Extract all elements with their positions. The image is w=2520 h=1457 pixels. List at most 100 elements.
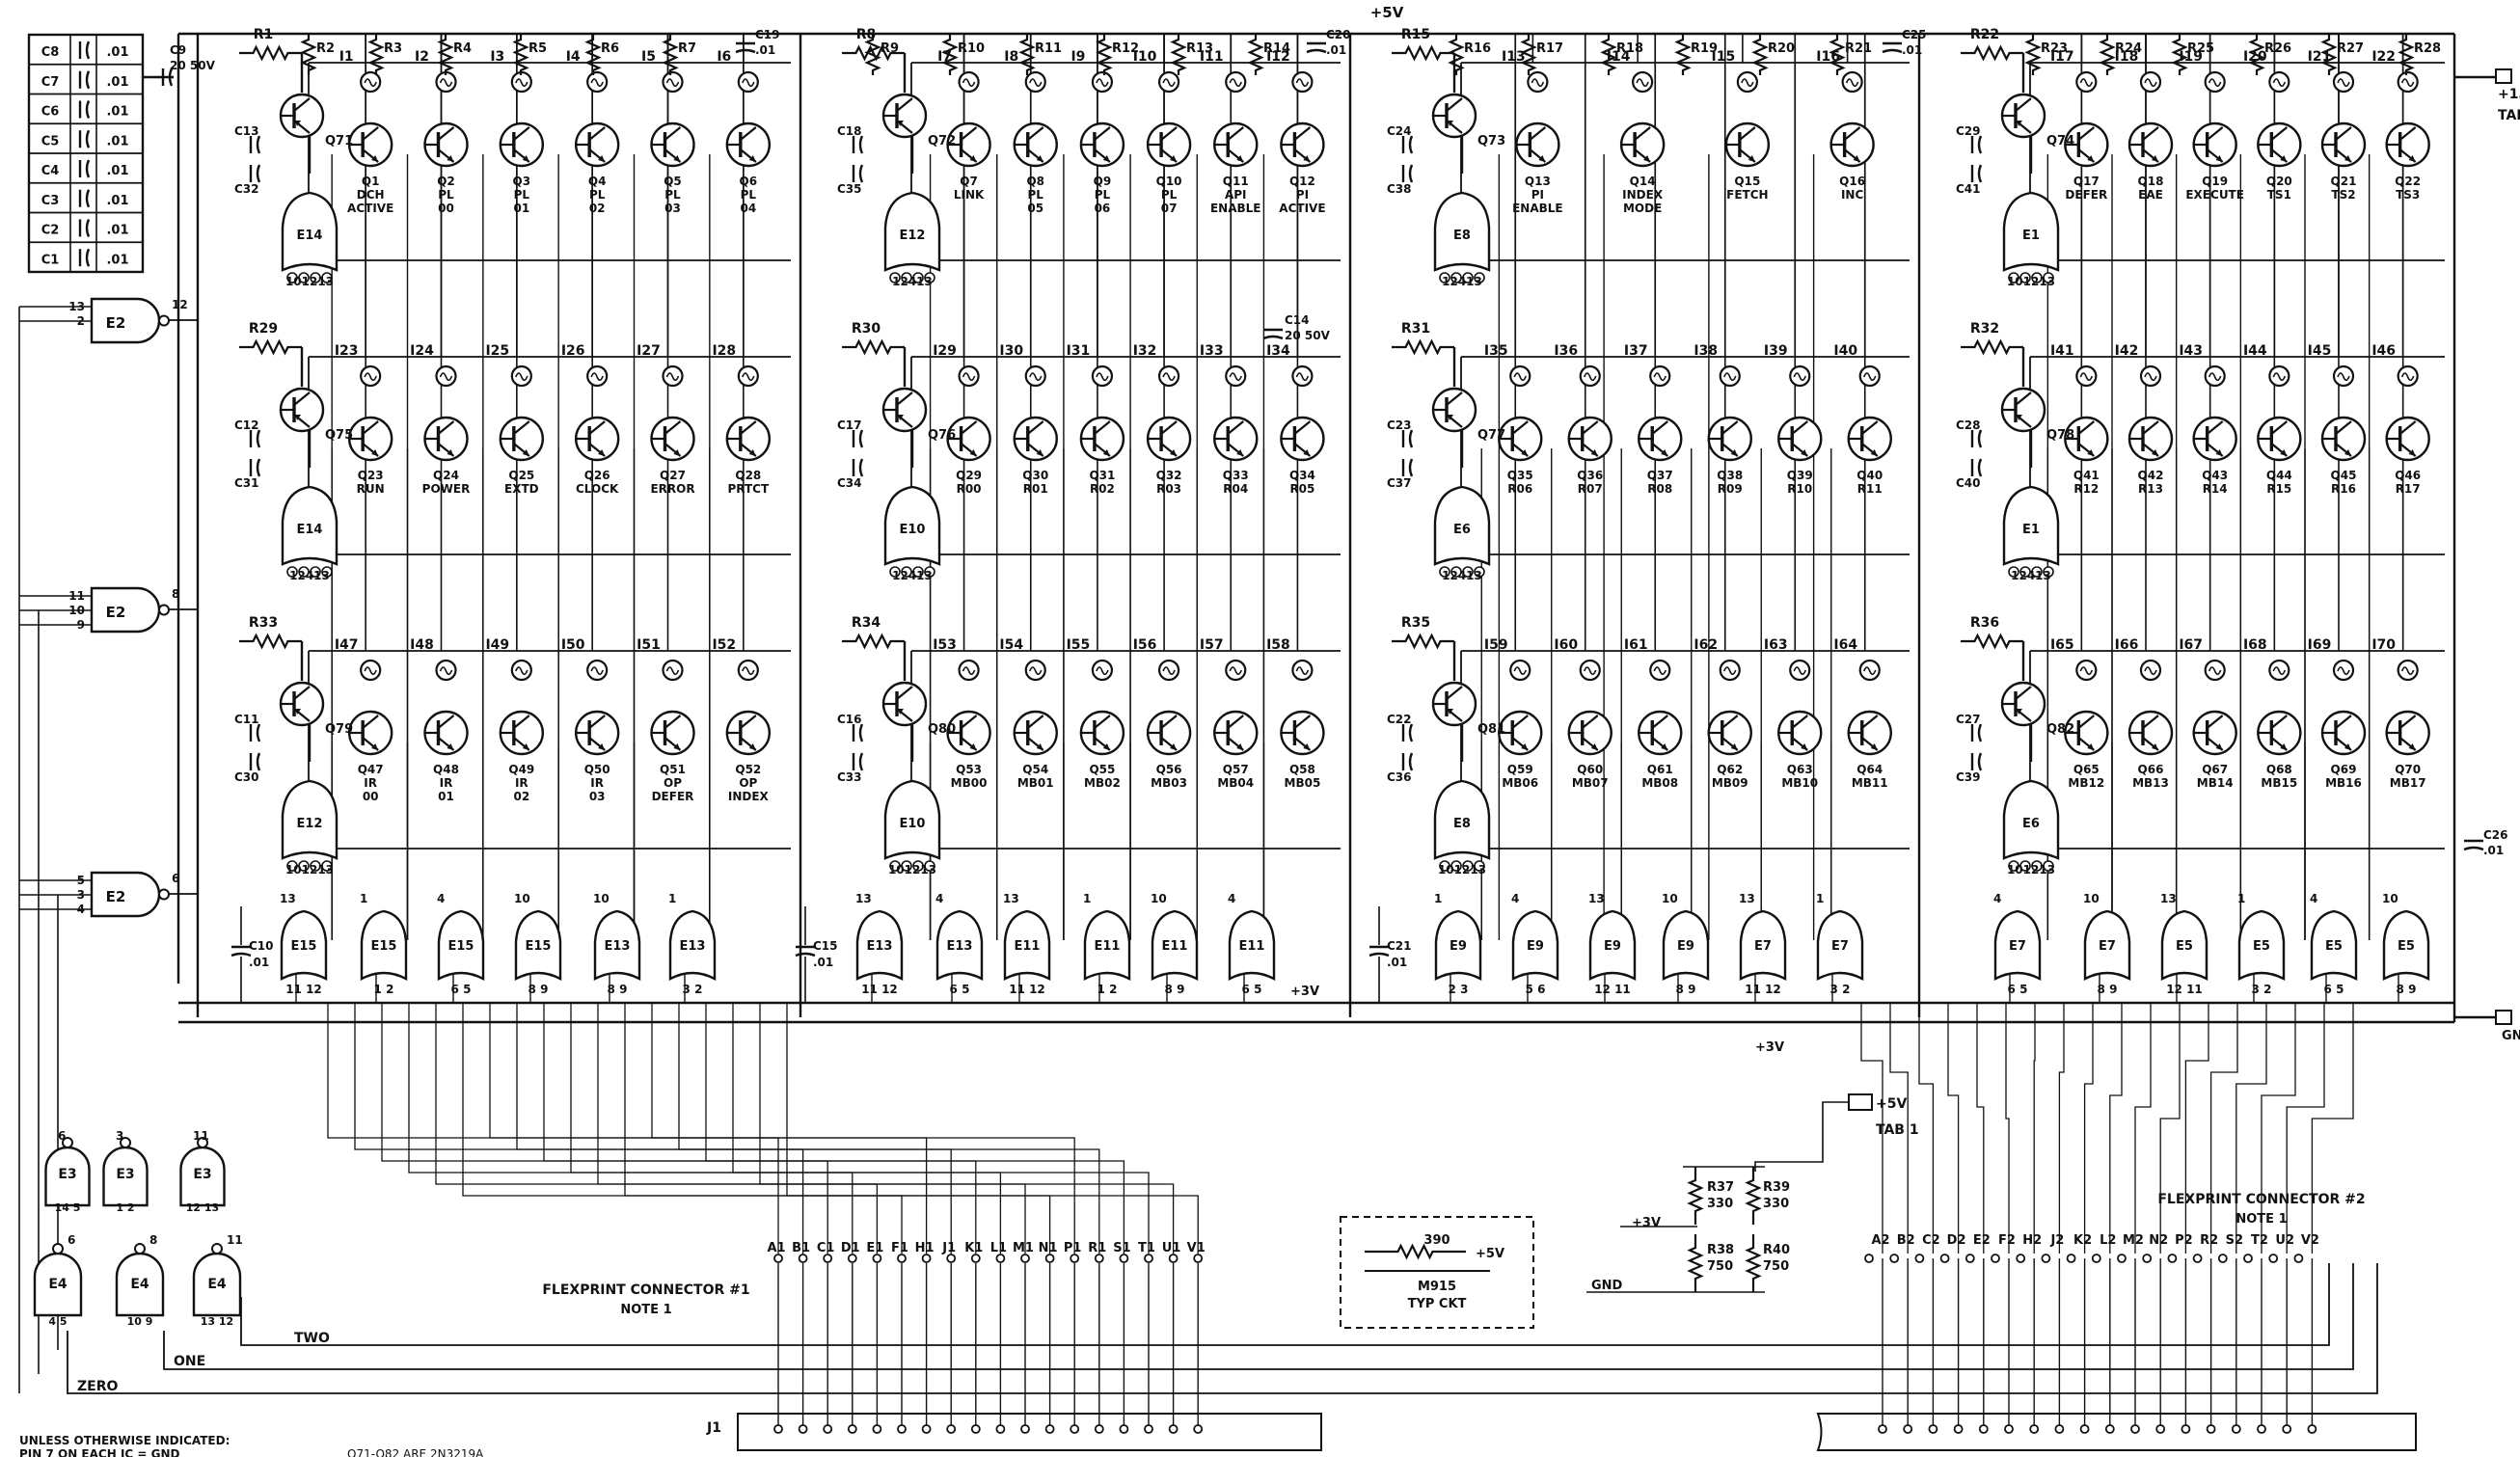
rail-label-3v: +3V bbox=[1755, 1040, 1784, 1055]
transistor-label: Q54 bbox=[1022, 763, 1048, 776]
lamp-transistor-icon bbox=[1638, 416, 1683, 462]
transistor-label: Q48 bbox=[433, 763, 459, 776]
wire bbox=[327, 1003, 779, 1254]
e2-gate-label: E2 bbox=[106, 888, 126, 905]
wire bbox=[624, 1003, 1051, 1254]
pin-number: 10 bbox=[2382, 892, 2398, 905]
connector-pin bbox=[2167, 1254, 2178, 1263]
transistor-label: Q65 bbox=[2073, 763, 2100, 776]
lamp-label: I8 bbox=[1004, 49, 1018, 65]
output-gate-label: E9 bbox=[1677, 939, 1694, 954]
output-gate-label: E5 bbox=[2253, 939, 2270, 954]
driver-gate-icon bbox=[2002, 485, 2060, 566]
lamp-icon bbox=[958, 659, 980, 682]
wire bbox=[2134, 1003, 2152, 1254]
pullup-resistor bbox=[864, 35, 881, 75]
signal-label: R01 bbox=[1023, 482, 1048, 496]
driver-cap-label: C39 bbox=[1956, 770, 1981, 784]
driver-transistor-icon bbox=[2000, 387, 2046, 433]
bypass-cap bbox=[2463, 839, 2484, 851]
output-gate-label: E9 bbox=[1450, 939, 1467, 954]
wire bbox=[2311, 1003, 2354, 1254]
signal-label: OP bbox=[739, 776, 757, 790]
wire bbox=[2058, 1003, 2065, 1254]
pin-number: 6 5 bbox=[950, 983, 970, 996]
output-or-gate-icon bbox=[1083, 909, 1131, 981]
divider-resistor bbox=[1687, 1167, 1704, 1225]
signal-label: R15 bbox=[2266, 482, 2291, 496]
e3-nand-icon bbox=[44, 1137, 91, 1207]
output-gate-label: E7 bbox=[1831, 939, 1849, 954]
signal-label: ACTIVE bbox=[347, 202, 393, 215]
gate-pin-numbers: 101213 bbox=[1438, 863, 1486, 877]
pullup-resistor-label: R28 bbox=[2414, 41, 2441, 56]
signal-label: R07 bbox=[1578, 482, 1603, 496]
connector1-pin-label: B1 bbox=[792, 1241, 810, 1255]
driver-resistor-label: R36 bbox=[1970, 615, 1999, 631]
signal-label: R12 bbox=[2073, 482, 2099, 496]
signal-label: TS1 bbox=[2267, 188, 2291, 202]
driver-gate-label: E10 bbox=[900, 817, 926, 831]
output-gate-label: E9 bbox=[1604, 939, 1621, 954]
pullup-resistor-label: R18 bbox=[1616, 41, 1643, 56]
lamp-transistor-icon bbox=[2257, 710, 2302, 756]
pin-number: 4 bbox=[935, 892, 943, 905]
lamp-label: I28 bbox=[712, 343, 736, 359]
lamp-label: I26 bbox=[561, 343, 585, 359]
e4-nand-icon bbox=[115, 1243, 165, 1317]
lamp-icon bbox=[510, 70, 532, 94]
lamp-transistor-icon bbox=[1280, 121, 1325, 168]
gate-input-bubble bbox=[2008, 566, 2019, 578]
transistor-label: Q18 bbox=[2138, 175, 2164, 188]
rail-label-tab: TAB bbox=[2498, 108, 2520, 123]
lamp-icon bbox=[1091, 70, 1114, 94]
lamp-transistor-icon bbox=[2320, 121, 2367, 168]
signal-label: PL bbox=[1095, 188, 1111, 202]
connector1-pin-label: K1 bbox=[964, 1241, 983, 1255]
driver-cap bbox=[249, 135, 261, 154]
wire bbox=[2235, 1003, 2267, 1254]
pullup-resistor-label: R23 bbox=[2041, 41, 2068, 56]
rail-label-3v: +3V bbox=[1290, 985, 1319, 999]
transistor-label: Q9 bbox=[1094, 175, 1112, 188]
lamp-icon bbox=[2332, 364, 2355, 388]
transistor-label: Q66 bbox=[2138, 763, 2164, 776]
transistor-label: Q34 bbox=[1289, 469, 1315, 482]
connector-pin bbox=[970, 1254, 981, 1263]
lamp-icon bbox=[2268, 364, 2290, 388]
lamp-icon bbox=[586, 364, 609, 388]
lamp-transistor-icon bbox=[1515, 121, 1560, 168]
signal-label: MB07 bbox=[1572, 776, 1609, 790]
signal-label: R06 bbox=[1507, 482, 1532, 496]
driver-transistor-icon bbox=[1431, 681, 1477, 727]
lamp-transistor-icon bbox=[1146, 121, 1192, 168]
pin-number: 5 bbox=[77, 874, 85, 887]
lamp-transistor-icon bbox=[2064, 121, 2109, 168]
driver-transistor-icon bbox=[881, 387, 928, 433]
e2-nand-icon bbox=[90, 871, 170, 918]
cap-id: C5 bbox=[41, 134, 60, 148]
lamp-icon bbox=[2397, 70, 2419, 94]
driver-cap-label: C35 bbox=[837, 182, 862, 196]
connector-pin bbox=[1020, 1424, 1030, 1434]
connector-pin bbox=[1965, 1254, 1975, 1263]
wire bbox=[1947, 1003, 1960, 1254]
lamp-transistor-icon bbox=[347, 710, 393, 756]
cap-id: C6 bbox=[41, 105, 60, 120]
signal-label: MB16 bbox=[2325, 776, 2362, 790]
pin-number: 4 bbox=[1511, 892, 1519, 905]
connector1-pin-label: C1 bbox=[817, 1241, 835, 1255]
gate-input-bubble bbox=[321, 860, 333, 872]
wire bbox=[705, 1003, 1125, 1254]
lamp-label: I24 bbox=[410, 343, 434, 359]
driver-cap-label: C22 bbox=[1387, 713, 1412, 726]
transistor-label: Q46 bbox=[2395, 469, 2421, 482]
gate-input-bubble bbox=[924, 566, 935, 578]
lamp-transistor-icon bbox=[2320, 710, 2367, 756]
gate-input-bubble bbox=[924, 272, 935, 283]
output-gate-label: E13 bbox=[680, 939, 706, 954]
lamp-transistor-icon bbox=[1013, 121, 1058, 168]
gate-input-bubble bbox=[321, 272, 333, 283]
cap-id: C7 bbox=[41, 75, 60, 90]
pin-number: 11 bbox=[68, 589, 85, 603]
